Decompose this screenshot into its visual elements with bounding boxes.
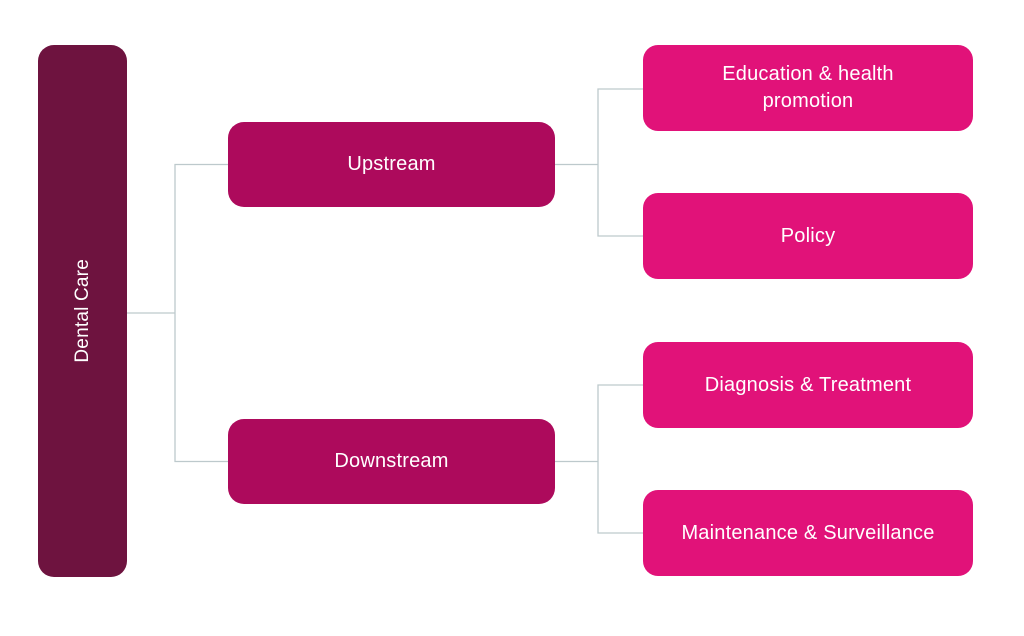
connector-root-branches (174, 163, 228, 463)
education-health-promotion-node: Education & health promotion (643, 45, 973, 131)
connector-downstream-children (597, 384, 643, 534)
downstream-node: Downstream (228, 419, 555, 504)
diagnosis-treatment-node: Diagnosis & Treatment (643, 342, 973, 428)
maintenance-surveillance-label: Maintenance & Surveillance (681, 521, 935, 544)
policy-node: Policy (643, 193, 973, 279)
upstream-label: Upstream (347, 153, 436, 175)
dental-care-label: Dental Care (71, 259, 93, 363)
maintenance-surveillance-node: Maintenance & Surveillance (643, 490, 973, 576)
upstream-node: Upstream (228, 122, 555, 207)
downstream-label: Downstream (334, 450, 449, 472)
education-health-promotion-label: Education & health promotion (722, 63, 894, 112)
connector-upstream-children (597, 88, 643, 237)
diagnosis-treatment-label: Diagnosis & Treatment (704, 373, 912, 396)
policy-label: Policy (780, 224, 836, 247)
dental-care-node: Dental Care (38, 45, 127, 577)
